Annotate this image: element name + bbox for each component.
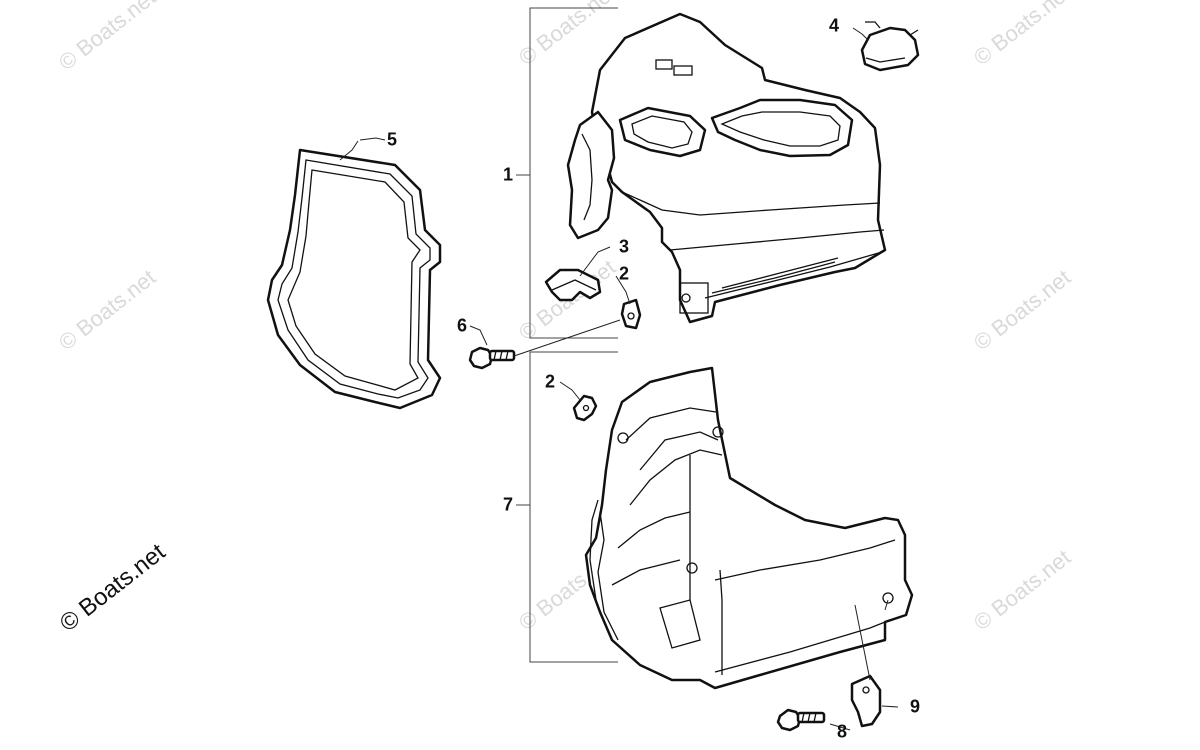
leader-lines — [339, 27, 899, 731]
bracket-item-1 — [516, 7, 618, 339]
bolt-6-part — [468, 346, 516, 370]
bracket-clip-part — [850, 674, 882, 728]
callout-3: 3 — [618, 236, 630, 257]
callout-7: 7 — [502, 494, 514, 515]
nut-clip-upper-part — [620, 298, 642, 330]
nut-clip-middle-part — [572, 394, 598, 422]
bracket-item-7 — [516, 351, 618, 663]
upper-shroud-part — [566, 12, 887, 324]
callout-4: 4 — [828, 15, 840, 36]
gasket-part — [266, 148, 442, 410]
callout-5: 5 — [386, 129, 398, 150]
bolt-8-part — [776, 708, 826, 732]
callout-2-upper: 2 — [618, 263, 630, 284]
lower-shroud-part — [584, 366, 914, 690]
callout-1: 1 — [502, 164, 514, 185]
callout-6: 6 — [456, 315, 468, 336]
callout-9: 9 — [909, 696, 921, 717]
callout-8: 8 — [836, 721, 848, 742]
cap-part — [860, 21, 920, 72]
callout-2-middle: 2 — [544, 371, 556, 392]
clip-part — [544, 268, 602, 302]
